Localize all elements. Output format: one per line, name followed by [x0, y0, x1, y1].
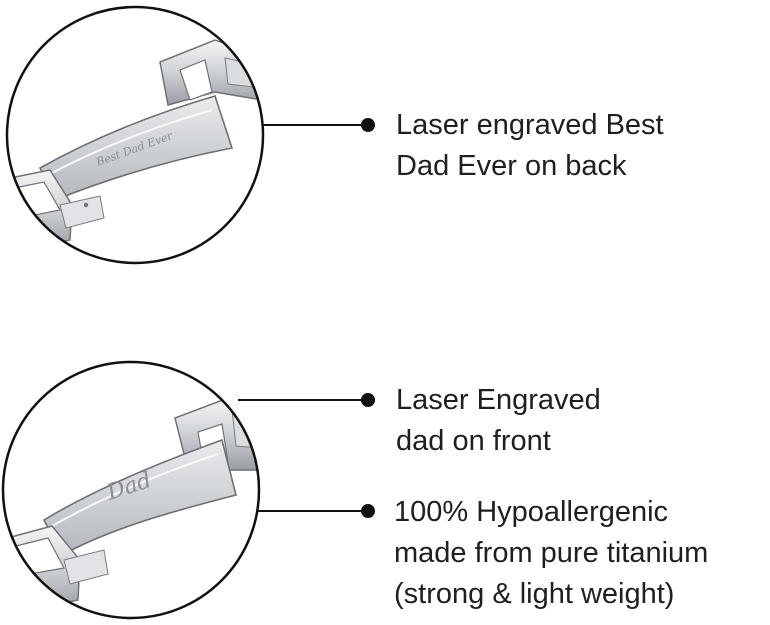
bullet-dot	[361, 504, 375, 518]
callout-pointer-3	[258, 504, 375, 518]
callout-line: (strong & light weight)	[394, 578, 675, 610]
bullet-dot	[361, 118, 375, 132]
callout-material: 100% Hypoallergenic made from pure titan…	[394, 492, 708, 615]
callout-line: Dad Ever on back	[396, 150, 627, 182]
callout-back-engraving: Laser engraved Best Dad Ever on back	[396, 105, 664, 187]
callout-line: made from pure titanium	[394, 537, 709, 569]
callout-line: Laser Engraved	[396, 384, 601, 416]
bullet-dot	[361, 393, 375, 407]
callout-line: Laser engraved Best	[396, 109, 664, 141]
callout-line: 100% Hypoallergenic	[394, 496, 669, 528]
callout-pointer-1	[263, 118, 375, 132]
magnifier-ring-top	[5, 5, 265, 265]
callout-front-engraving: Laser Engraved dad on front	[396, 380, 601, 462]
callout-line: dad on front	[396, 425, 551, 457]
magnifier-ring-bottom	[1, 360, 261, 620]
callout-pointer-2	[238, 393, 375, 407]
bracelet-id-plate-back: Best Dad Ever	[38, 95, 234, 202]
front-detail-magnifier: Dad	[1, 360, 261, 620]
back-detail-magnifier: Best Dad Ever	[5, 5, 265, 265]
